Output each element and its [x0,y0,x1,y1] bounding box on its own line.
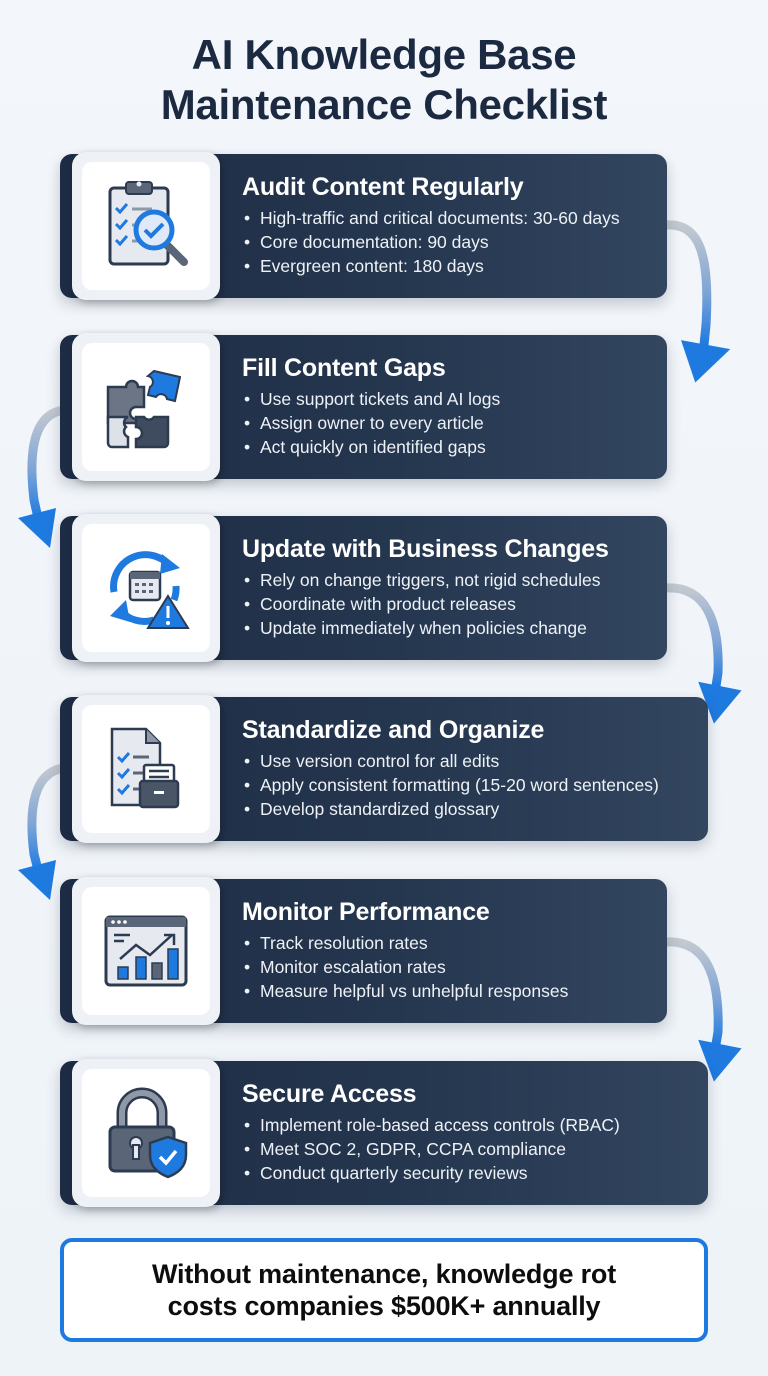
bullet-item: Evergreen content: 180 days [242,254,657,278]
title-line-2: Maintenance Checklist [160,81,608,128]
step-card-audit: Audit Content Regularly High-traffic and… [60,152,667,300]
step-title: Monitor Performance [242,898,490,926]
bullet-item: Assign owner to every article [242,411,657,435]
bullet-item: Implement role-based access controls (RB… [242,1113,698,1137]
bullet-item: Rely on change triggers, not rigid sched… [242,568,657,592]
step-bullets: Implement role-based access controls (RB… [242,1113,698,1185]
step-card-standardize: Standardize and Organize Use version con… [60,695,708,843]
document-checklist-archive-icon [110,727,180,809]
step-title: Secure Access [242,1080,417,1108]
step-card-gaps: Fill Content Gaps Use support tickets an… [60,333,667,481]
padlock-shield-icon [108,1087,188,1179]
cost-callout-text: Without maintenance, knowledge rot costs… [152,1259,616,1321]
bullet-item: Apply consistent formatting (15-20 word … [242,773,698,797]
step-bullets: Use version control for all edits Apply … [242,749,698,821]
step-bullets: Track resolution rates Monitor escalatio… [242,931,657,1003]
step-title: Standardize and Organize [242,716,545,744]
puzzle-pieces-icon [106,369,182,449]
bullet-item: Monitor escalation rates [242,955,657,979]
step-card-business-changes: Update with Business Changes Rely on cha… [60,514,667,662]
bullet-item: Use version control for all edits [242,749,698,773]
bullet-item: Meet SOC 2, GDPR, CCPA compliance [242,1137,698,1161]
flow-arrow-1-to-2 [665,220,731,383]
step-title: Update with Business Changes [242,535,609,563]
bullet-item: Core documentation: 90 days [242,230,657,254]
step-bullets: High-traffic and critical documents: 30-… [242,206,657,278]
bullet-item: Measure helpful vs unhelpful responses [242,979,657,1003]
step-card-secure: Secure Access Implement role-based acces… [60,1059,708,1207]
dashboard-chart-icon [104,915,188,987]
calendar-refresh-warning-icon [110,551,190,629]
title-line-1: AI Knowledge Base [191,31,577,78]
bullet-item: High-traffic and critical documents: 30-… [242,206,657,230]
bullet-item: Track resolution rates [242,931,657,955]
step-bullets: Use support tickets and AI logs Assign o… [242,387,657,459]
bullet-item: Update immediately when policies change [242,616,657,640]
bullet-item: Act quickly on identified gaps [242,435,657,459]
bullet-item: Conduct quarterly security reviews [242,1161,698,1185]
cost-callout-box: Without maintenance, knowledge rot costs… [60,1238,708,1342]
page-title: AI Knowledge Base Maintenance Checklist [0,30,768,130]
clipboard-magnifier-check-icon [108,181,188,266]
bullet-item: Use support tickets and AI logs [242,387,657,411]
step-card-monitor: Monitor Performance Track resolution rat… [60,877,667,1025]
step-title: Audit Content Regularly [242,173,524,201]
bullet-item: Develop standardized glossary [242,797,698,821]
bullet-item: Coordinate with product releases [242,592,657,616]
step-bullets: Rely on change triggers, not rigid sched… [242,568,657,640]
step-title: Fill Content Gaps [242,354,446,382]
